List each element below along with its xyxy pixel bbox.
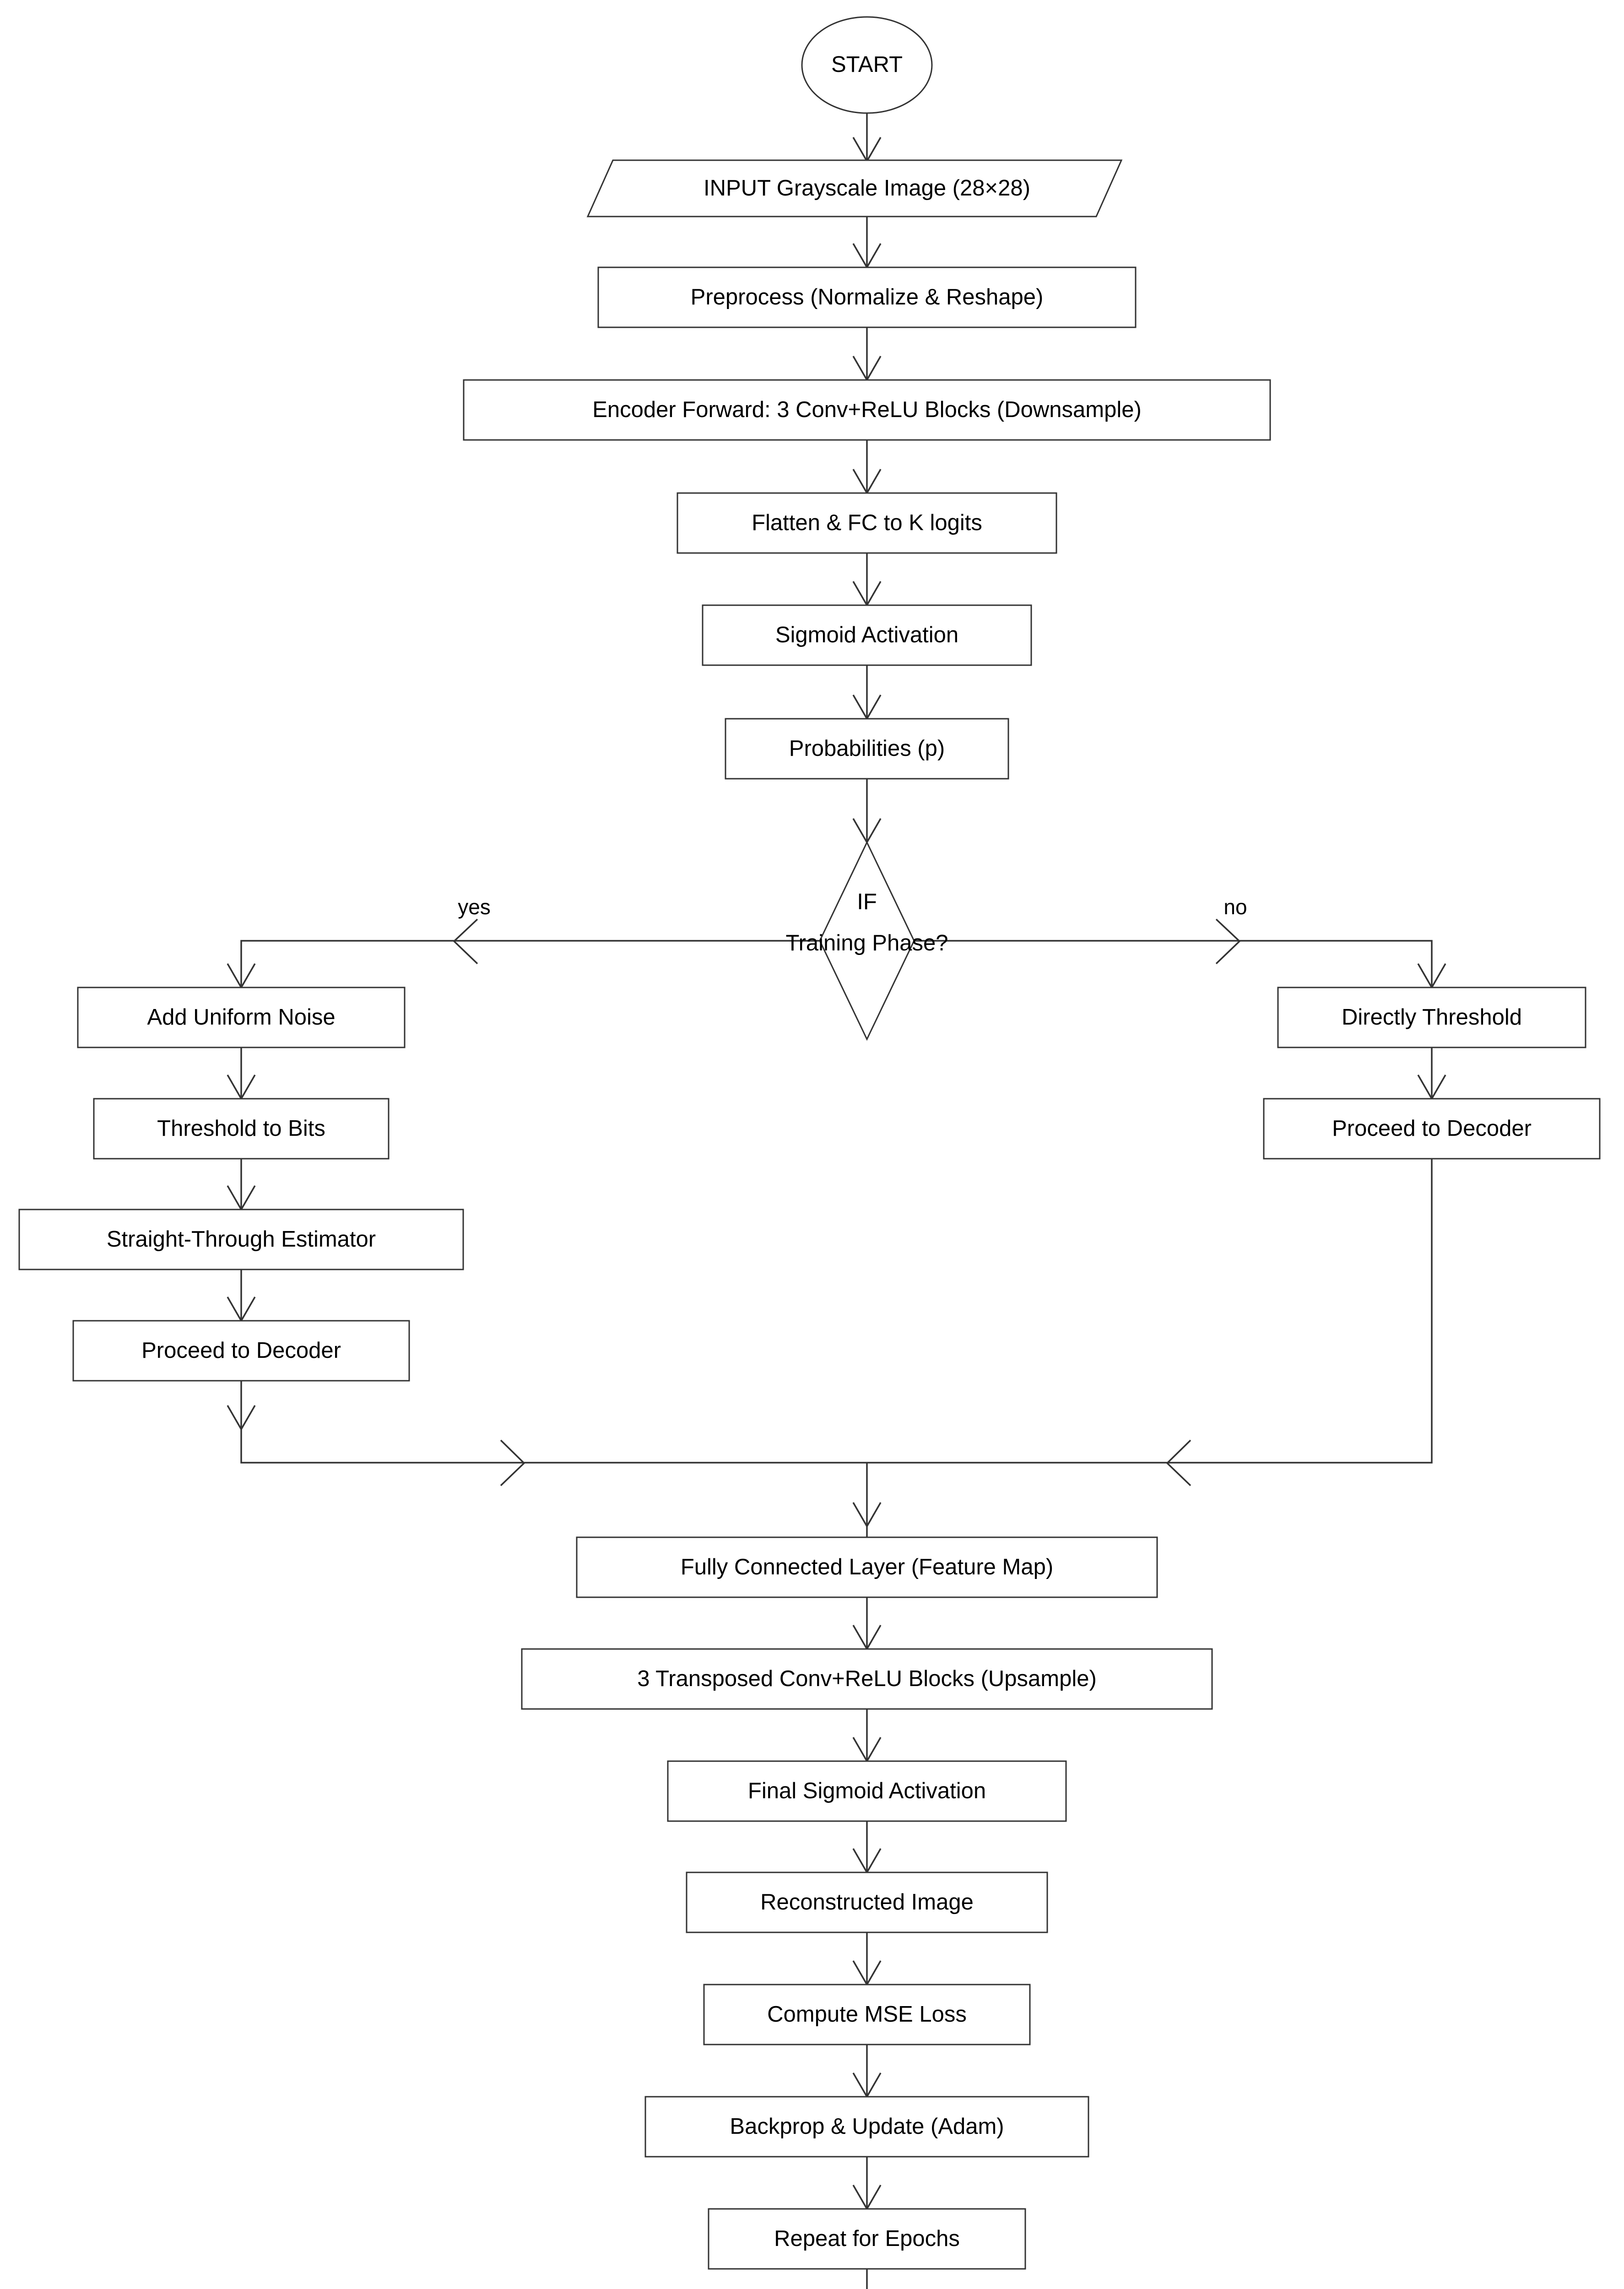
recon-label: Reconstructed Image [760,1890,974,1915]
probabilities-rect [725,718,1009,780]
edge-label-yes: yes [458,895,491,919]
decision-label-line1: IF [857,890,877,914]
node-reconstructed-image[interactable]: Reconstructed Image [686,1871,1048,1933]
node-encoder[interactable]: Encoder Forward: 3 Conv+ReLU Blocks (Dow… [463,379,1271,441]
node-repeat-for-epochs[interactable]: Repeat for Epochs [708,2208,1026,2270]
start-ellipse [801,16,933,114]
node-start[interactable]: START [801,16,933,114]
ste-label: Straight-Through Estimator [107,1227,376,1252]
node-compute-mse-loss[interactable]: Compute MSE Loss [703,1984,1031,2045]
flatten-rect [677,492,1057,554]
decision-label-line2: Training Phase? [785,931,948,955]
flatten-label: Flatten & FC to K logits [752,510,982,535]
finalsig-rect [667,1760,1067,1822]
tconv-rect [521,1648,1213,1710]
backprop-label: Backprop & Update (Adam) [730,2114,1004,2139]
input-parallelogram [586,159,1123,217]
noise-label: Add Uniform Noise [147,1005,335,1030]
repeat-rect [708,2208,1026,2270]
threshbits-rect [93,1098,390,1160]
sigmoid-rect [702,604,1032,666]
probabilities-label: Probabilities (p) [789,736,945,761]
arrowhead-yes-branch [453,918,478,965]
node-sigmoid[interactable]: Sigmoid Activation [702,604,1032,666]
edge-label-no: no [1223,895,1247,919]
decright-label: Proceed to Decoder [1332,1116,1532,1141]
noise-rect [77,987,406,1048]
directthr-rect [1277,987,1586,1048]
preprocess-rect [597,266,1137,328]
node-transposed-conv[interactable]: 3 Transposed Conv+ReLU Blocks (Upsample) [521,1648,1213,1710]
fc-label: Fully Connected Layer (Feature Map) [681,1555,1053,1579]
edge-decleft-to-fc [240,1380,867,1464]
fc-rect [576,1536,1158,1598]
start-label: START [831,52,903,77]
decleft-label: Proceed to Decoder [141,1338,341,1363]
node-final-sigmoid[interactable]: Final Sigmoid Activation [667,1760,1067,1822]
node-backprop-update[interactable]: Backprop & Update (Adam) [644,2096,1089,2158]
mse-label: Compute MSE Loss [767,2002,967,2027]
edge-decision-to-noise [240,940,820,987]
node-straight-through-estimator[interactable]: Straight-Through Estimator [18,1209,464,1270]
encoder-label: Encoder Forward: 3 Conv+ReLU Blocks (Dow… [592,397,1142,422]
mse-rect [703,1984,1031,2045]
backprop-rect [644,2096,1089,2158]
arrowhead-fc [852,1502,882,1528]
sigmoid-label: Sigmoid Activation [775,623,958,647]
ste-rect [18,1209,464,1270]
node-directly-threshold[interactable]: Directly Threshold [1277,987,1586,1048]
finalsig-label: Final Sigmoid Activation [748,1779,986,1803]
repeat-label: Repeat for Epochs [774,2226,960,2251]
edge-decision-to-directthr [914,940,1433,987]
node-add-uniform-noise[interactable]: Add Uniform Noise [77,987,406,1048]
preprocess-label: Preprocess (Normalize & Reshape) [691,285,1044,309]
recon-rect [686,1871,1048,1933]
arrowhead-merge-left-in [500,1439,525,1486]
tconv-label: 3 Transposed Conv+ReLU Blocks (Upsample) [637,1666,1097,1691]
decright-rect [1263,1098,1601,1160]
arrowhead-merge-left-down [227,1405,256,1431]
decleft-rect [72,1320,410,1382]
node-fully-connected-layer[interactable]: Fully Connected Layer (Feature Map) [576,1536,1158,1598]
node-flatten[interactable]: Flatten & FC to K logits [677,492,1057,554]
arrowhead-no-branch [1215,918,1241,965]
node-proceed-to-decoder-left[interactable]: Proceed to Decoder [72,1320,410,1382]
encoder-rect [463,379,1271,441]
arrowhead-merge-right-in [1166,1439,1191,1486]
edge-decright-to-fc [867,1158,1433,1464]
node-probabilities[interactable]: Probabilities (p) [725,718,1009,780]
threshbits-label: Threshold to Bits [157,1116,325,1141]
node-threshold-to-bits[interactable]: Threshold to Bits [93,1098,390,1160]
input-label: INPUT Grayscale Image (28×28) [704,176,1030,201]
directthr-label: Directly Threshold [1342,1005,1522,1030]
node-proceed-to-decoder-right[interactable]: Proceed to Decoder [1263,1098,1601,1160]
edge-layer [227,113,1446,2289]
node-input[interactable]: INPUT Grayscale Image (28×28) [586,159,1123,217]
node-preprocess[interactable]: Preprocess (Normalize & Reshape) [597,266,1137,328]
decision-diamond [819,841,915,1041]
node-decision[interactable]: IF Training Phase? [785,841,948,1041]
